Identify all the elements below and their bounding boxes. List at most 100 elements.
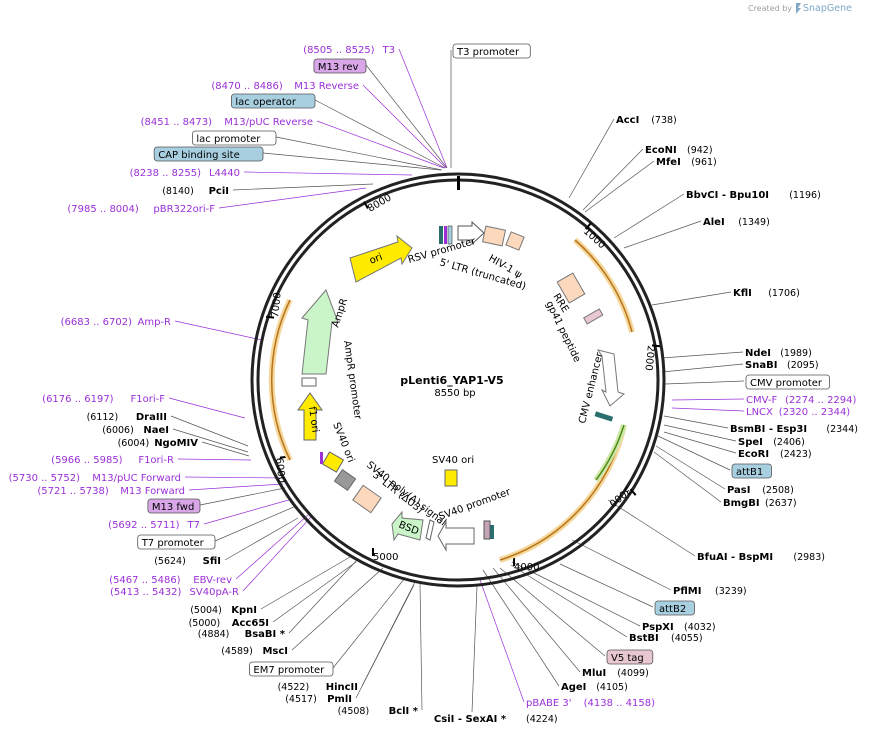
label-name: BstBI [629, 633, 659, 644]
label-position: (5692 .. 5711) [108, 520, 180, 531]
label-position: (2983) [793, 552, 825, 563]
right-label-bsmbi-esp3i: BsmBI - Esp3I (2344) [730, 424, 858, 435]
right-label-lncx: LNCX (2320 .. 2344) [746, 407, 850, 418]
feature-rre-box [556, 272, 586, 304]
label-name: CMV-F [746, 395, 777, 406]
left-label-t7-promoter: T7 promoter [137, 534, 216, 550]
right-label-attb2: attB2 [654, 600, 695, 616]
feature-cap-mark [447, 225, 453, 245]
label-position: (961) [691, 157, 717, 168]
label-name: L4440 [209, 168, 240, 179]
label-position: (2344) [826, 424, 858, 435]
scale-tick-5000: 5000 [373, 552, 398, 563]
label-position: (2508) [762, 485, 794, 496]
label-name: EBV-rev [193, 575, 232, 586]
feature-sv40-promoter-arrow [437, 520, 475, 552]
label-position: (2320 .. 2344) [779, 407, 851, 418]
label-sv40-promoter: SV40 promoter [437, 486, 513, 522]
feature-f1-ori-arrow [297, 392, 323, 441]
label-position: (738) [651, 115, 677, 126]
label-position: (5000) [189, 618, 221, 629]
created-by-text: Created by [748, 4, 792, 13]
label-position: (6176 .. 6197) [42, 394, 114, 405]
lac-promoter-label: lac promoter [196, 134, 261, 145]
right-label-pasi: PasI (2508) [727, 485, 794, 496]
label-name: SpeI [738, 437, 763, 448]
label-position: (4138 .. 4158) [584, 698, 656, 709]
label-name: PmlI [327, 694, 352, 705]
label-name: T3 [382, 45, 395, 56]
t3-promoter-box [452, 43, 531, 59]
feature-sv40-ori-left-box [321, 451, 345, 473]
left-label-ngomiv: NgoMIV(6004) [118, 438, 199, 449]
label-position: (2637) [765, 498, 797, 509]
label-name: SnaBI [745, 360, 777, 371]
label-name: EcoRI [738, 449, 769, 460]
label-position: (4508) [338, 706, 370, 717]
left-label-lac-promoter: lac promoter [191, 130, 277, 146]
feature-ltr5-box [481, 225, 507, 247]
label-name: Acc65I [232, 618, 269, 629]
attb1-label: attB1 [736, 467, 763, 478]
feature-rsv-promoter-arrow [457, 220, 485, 246]
label-position: (2095) [787, 360, 819, 371]
label-name: BclI * [389, 706, 419, 717]
label-name: BsmBI - Esp3I [730, 424, 807, 435]
right-label-kfli: KflI(1706) [733, 288, 800, 299]
feature-ori-arrow [349, 234, 413, 283]
label-position: (8470 .. 8486) [211, 81, 283, 92]
outer-feature-arcs [268, 237, 635, 563]
label-name: pBR322ori-F [153, 204, 215, 215]
right-label-mlui: MluI(4099) [582, 668, 649, 679]
label-name: MscI [262, 646, 288, 657]
right-label-snabi: SnaBI (2095) [745, 360, 819, 371]
label-name: Amp-R [138, 317, 172, 328]
label-name: pBABE 3' [526, 698, 572, 709]
left-label-l4440: L4440(8238 .. 8255) [130, 168, 240, 179]
left-label-m13-forward: M13 Forward(5721 .. 5738) [37, 486, 185, 497]
m13-fwd-label: M13 fwd [152, 502, 194, 513]
label-name: EcoNI [645, 145, 677, 156]
label-name: PciI [209, 186, 229, 197]
label-name: AccI [616, 115, 639, 126]
right-label-v5-tag: V5 tag [606, 649, 654, 665]
attb1-box [731, 463, 772, 479]
cap-binding-site-box [153, 146, 264, 162]
left-label-bsabi: BsaBI *(4884) [198, 629, 286, 640]
label-name: LNCX [746, 407, 773, 418]
right-label-bmgbi: BmgBI(2637) [723, 498, 797, 509]
left-label-kpni: KpnI(5004) [190, 605, 257, 616]
left-label-msci: MscI(4589) [221, 646, 288, 657]
label-position: (1706) [768, 288, 800, 299]
left-label-naei: NaeI(6006) [102, 425, 169, 436]
leader-lines [168, 48, 745, 713]
t7-promoter-box [137, 534, 216, 550]
left-label-f1ori-f: F1ori-F(6176 .. 6197) [42, 394, 165, 405]
label-position: (4055) [671, 633, 703, 644]
label-position: (4522) [278, 682, 310, 693]
left-label-t3: T3(8505 .. 8525) [303, 45, 395, 56]
right-label-ecori: EcoRI(2423) [738, 449, 812, 460]
label-name: BbvCI - Bpu10I [686, 190, 769, 201]
label-name: PflMI [673, 586, 701, 597]
label-position: (5624) [154, 556, 186, 567]
left-label-pbr322ori-f: pBR322ori-F(7985 .. 8004) [67, 204, 215, 215]
label-name: BsaBI * [245, 629, 286, 640]
label-position: (5730 .. 5752) [9, 473, 81, 484]
left-label-ebv-rev: EBV-rev(5467 .. 5486) [109, 575, 232, 586]
left-label-lac-operator: lac operator [230, 93, 316, 109]
scale-tick-mark [265, 315, 275, 319]
left-label-sv40pa-r: SV40pA-R(5413 .. 5432) [110, 587, 239, 598]
label-position: (1989) [780, 348, 812, 359]
label-name: PasI [727, 485, 750, 496]
label-position: (6004) [118, 438, 150, 449]
label-position: (5004) [190, 605, 222, 616]
feature-cmv-enhancer-arrow [596, 349, 625, 407]
label-name: T7 [187, 520, 200, 531]
feature-v5-mark [483, 520, 491, 540]
right-label-cmv-promoter: CMV promoter [745, 374, 830, 390]
left-label-em7-promoter: EM7 promoter [248, 661, 334, 677]
label-ampr-promoter: AmpR promoter [341, 340, 363, 421]
